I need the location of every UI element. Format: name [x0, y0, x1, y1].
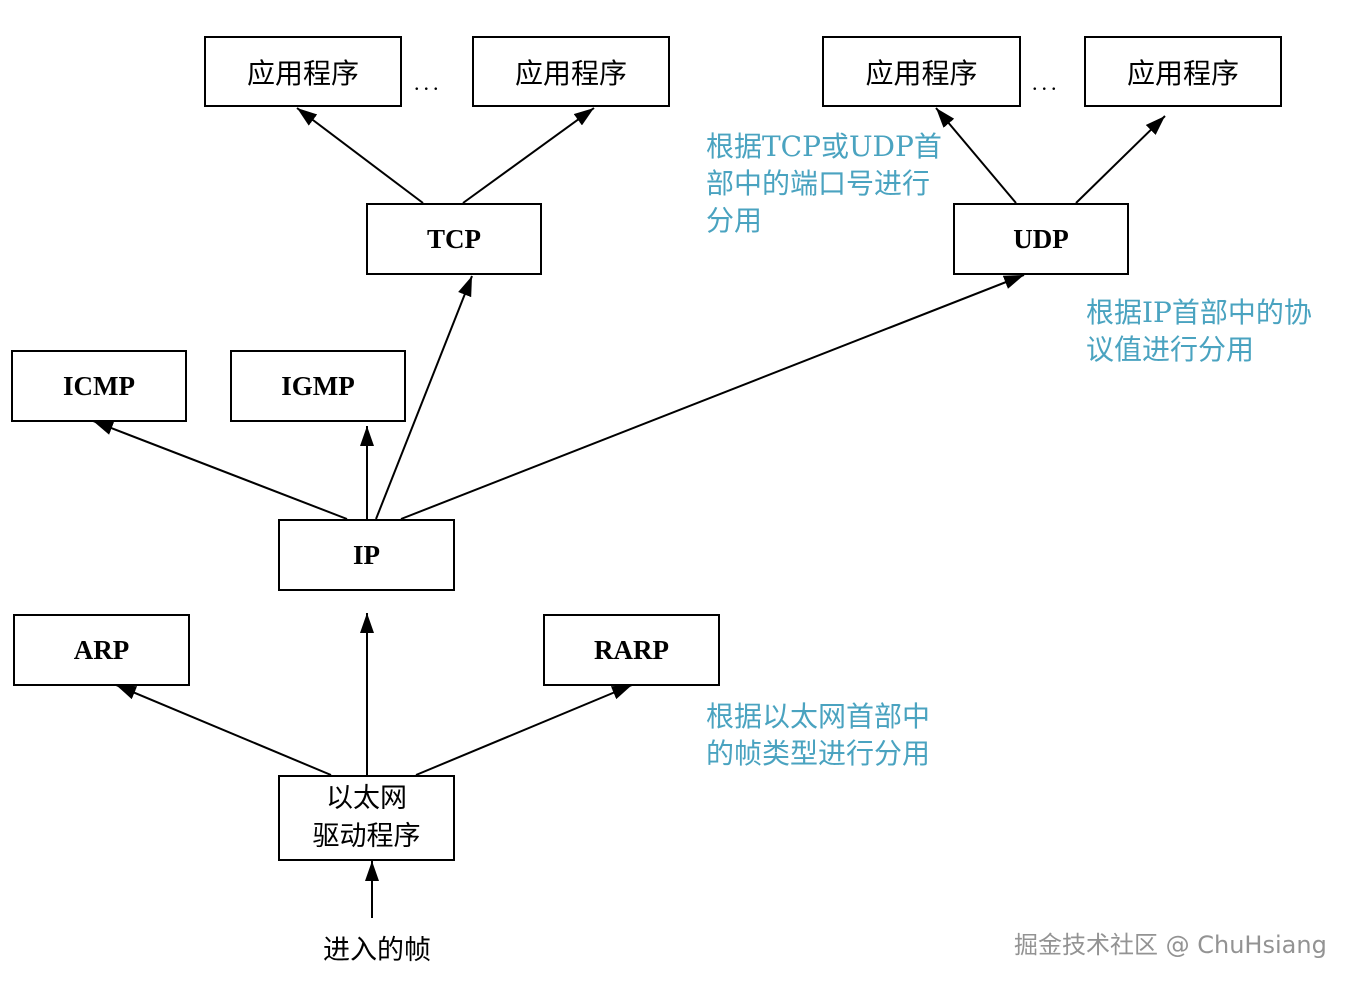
igmp-box: IGMP — [230, 350, 406, 422]
arrow-ip-tcp — [375, 275, 473, 520]
note-protocol-demux: 根据IP首部中的协 议值进行分用 — [1086, 294, 1312, 368]
udp-box: UDP — [953, 203, 1129, 275]
app-label-1: 应用程序 — [246, 56, 359, 90]
note-port-line3: 分用 — [706, 204, 763, 237]
app-box-2: 应用程序 — [472, 36, 670, 107]
icmp-box: ICMP — [11, 350, 187, 422]
rarp-label: RARP — [594, 634, 669, 665]
ip-box: IP — [278, 519, 455, 591]
arrow-ip-udp — [400, 274, 1025, 520]
arrow-tcp-app2 — [462, 107, 595, 204]
udp-label: UDP — [1013, 223, 1069, 254]
rarp-box: RARP — [543, 614, 720, 686]
app-box-1: 应用程序 — [204, 36, 402, 107]
tcp-box: TCP — [366, 203, 542, 275]
ethernet-driver-box: 以太网 驱动程序 — [278, 775, 455, 861]
ethernet-label-line1: 以太网 — [326, 783, 407, 814]
watermark: 掘金技术社区 @ ChuHsiang — [1014, 931, 1327, 959]
note-port-line2: 部中的端口号进行 — [706, 167, 931, 200]
note-port-line1: 根据TCP或UDP首 — [706, 130, 942, 163]
arrow-eth-rarp — [415, 684, 633, 776]
app-label-4: 应用程序 — [1126, 56, 1239, 90]
arrow-ip-icmp — [92, 420, 348, 520]
igmp-label: IGMP — [281, 370, 355, 401]
note-protocol-line2: 议值进行分用 — [1086, 333, 1255, 366]
app-label-2: 应用程序 — [514, 56, 627, 90]
app-label-3: 应用程序 — [865, 56, 978, 90]
ellipsis-left: ... — [414, 70, 443, 95]
ethernet-label-line2: 驱动程序 — [312, 821, 421, 852]
note-frame-demux: 根据以太网首部中 的帧类型进行分用 — [706, 698, 930, 772]
incoming-frame-label: 进入的帧 — [323, 935, 431, 966]
note-protocol-line1: 根据IP首部中的协 — [1086, 296, 1312, 329]
arrow-eth-arp — [115, 684, 332, 776]
ellipsis-right: ... — [1032, 70, 1061, 95]
note-port-demux: 根据TCP或UDP首 部中的端口号进行 分用 — [706, 128, 942, 239]
icmp-label: ICMP — [63, 370, 135, 401]
app-box-3: 应用程序 — [822, 36, 1021, 107]
tcp-label: TCP — [427, 223, 481, 254]
arrow-tcp-app1 — [296, 107, 424, 204]
ip-label: IP — [353, 539, 380, 570]
arrow-udp-app4 — [1075, 115, 1166, 204]
arp-label: ARP — [73, 634, 130, 665]
app-box-4: 应用程序 — [1084, 36, 1282, 107]
note-frame-line2: 的帧类型进行分用 — [706, 737, 931, 770]
arrow-udp-app3 — [935, 107, 1017, 204]
arp-box: ARP — [13, 614, 190, 686]
note-frame-line1: 根据以太网首部中 — [706, 700, 931, 733]
